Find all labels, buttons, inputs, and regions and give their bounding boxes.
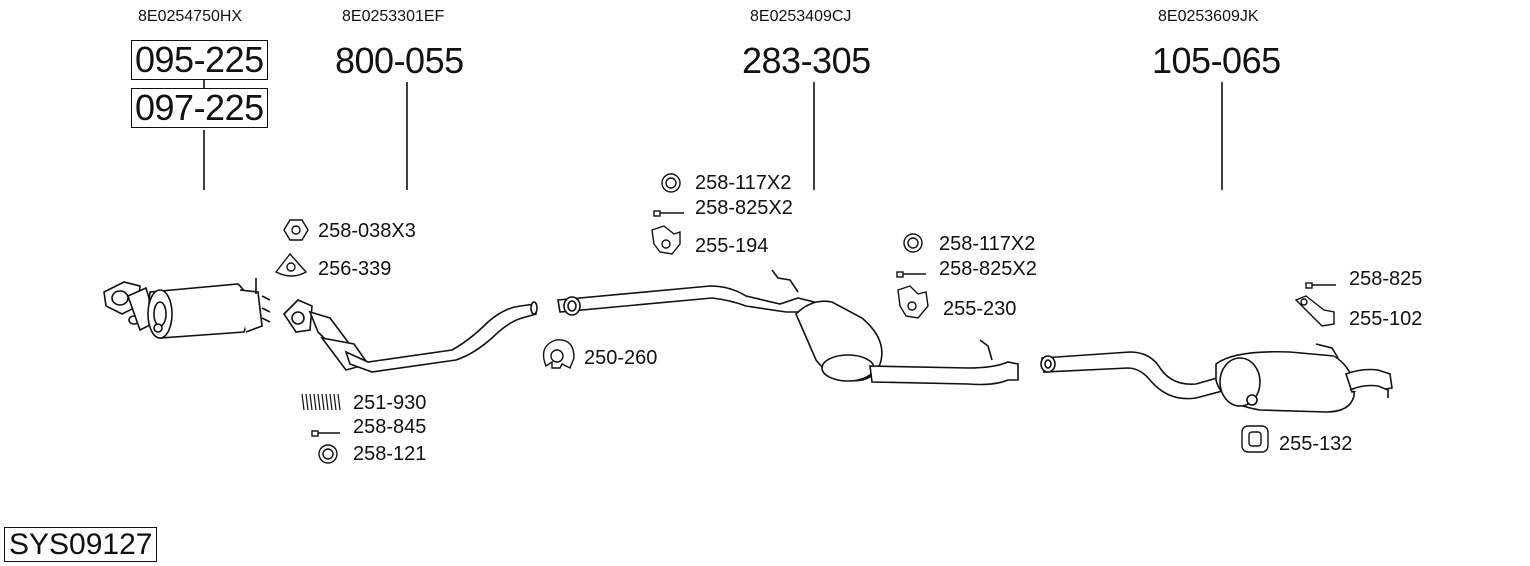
fitting-label[interactable]: 258-825 — [1349, 268, 1423, 290]
system-id-box: SYS09127 — [4, 527, 158, 562]
sealing-ring-icon — [903, 233, 923, 253]
fitting-label[interactable]: 258-845 — [353, 416, 427, 438]
fitting-label[interactable]: 256-339 — [318, 258, 392, 280]
rubber-hanger-icon — [651, 225, 681, 255]
fitting-label[interactable]: 258-825X2 — [939, 258, 1037, 280]
fitting-label[interactable]: 258-117X2 — [695, 172, 792, 194]
bracket-icon — [1294, 295, 1335, 327]
spring-icon — [301, 393, 341, 411]
bolt-icon — [653, 210, 684, 217]
rubber-hanger-icon — [1241, 425, 1269, 453]
part-number[interactable]: 283-305 — [742, 40, 871, 81]
part-number-box[interactable]: 095-225 — [131, 40, 268, 80]
fitting-label[interactable]: 255-102 — [1349, 308, 1423, 330]
gasket-icon — [274, 252, 308, 277]
fitting-label[interactable]: 255-194 — [695, 235, 769, 257]
oem-number: 8E0253301EF — [342, 8, 445, 25]
bolt-icon — [896, 271, 926, 278]
nut-icon — [283, 219, 309, 241]
oem-number: 8E0253409CJ — [750, 8, 852, 25]
sealing-ring-icon — [318, 444, 338, 464]
bolt-icon — [1305, 282, 1336, 289]
fitting-label[interactable]: 258-038X3 — [318, 220, 416, 242]
fitting-label[interactable]: 255-230 — [943, 298, 1017, 320]
fitting-label[interactable]: 255-132 — [1279, 433, 1353, 455]
oem-number: 8E0253609JK — [1158, 8, 1259, 25]
bolt-icon — [311, 430, 340, 437]
fitting-label[interactable]: 250-260 — [584, 347, 658, 369]
rear-silencer-part — [1040, 343, 1393, 413]
part-number-box[interactable]: 097-225 — [131, 88, 268, 128]
fitting-label[interactable]: 258-117X2 — [939, 233, 1036, 255]
part-number[interactable]: 105-065 — [1152, 40, 1281, 81]
part-number[interactable]: 800-055 — [335, 40, 464, 81]
middle-silencer-part — [557, 269, 1019, 386]
oem-number: 8E0254750HX — [138, 8, 243, 25]
fitting-label[interactable]: 258-825X2 — [695, 197, 793, 219]
rubber-hanger-icon — [897, 285, 929, 319]
sealing-ring-icon — [661, 173, 681, 193]
fitting-label[interactable]: 258-121 — [353, 443, 427, 465]
fitting-label[interactable]: 251-930 — [353, 392, 427, 414]
clamp-icon — [542, 339, 575, 369]
front-pipe-part — [282, 299, 538, 373]
particulate-filter-part — [103, 278, 271, 339]
